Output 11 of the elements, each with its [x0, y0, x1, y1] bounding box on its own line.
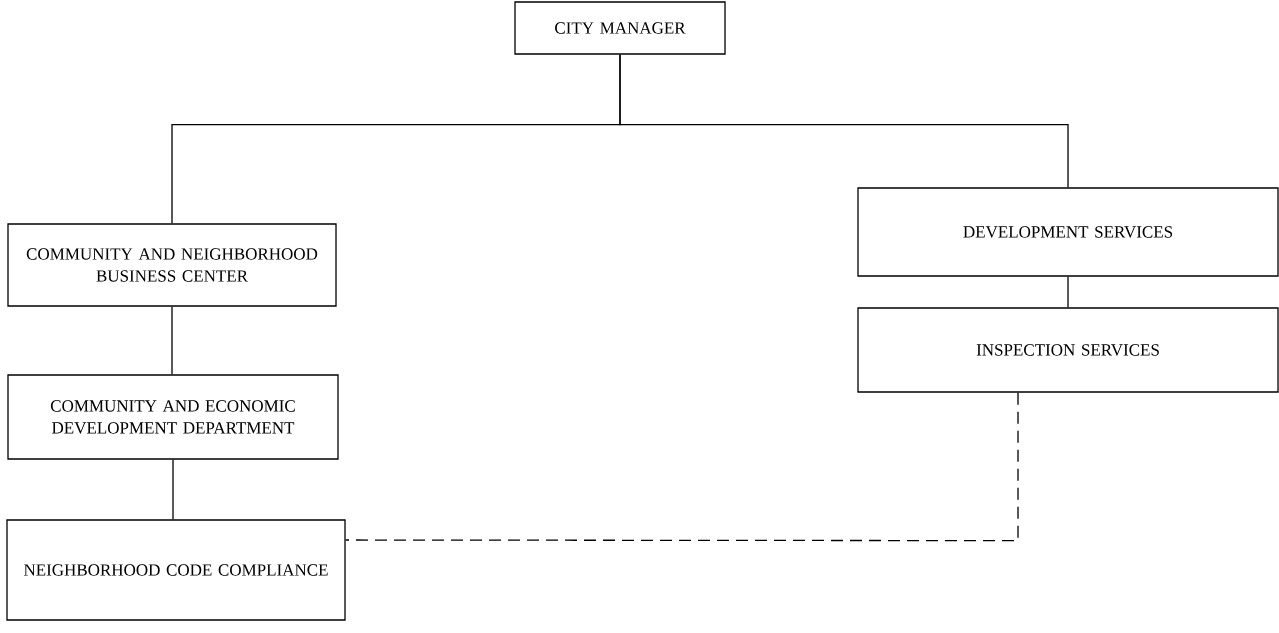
- org-box: CITY MANAGER: [514, 1, 726, 55]
- org-box: NEIGHBORHOOD CODE COMPLIANCE: [6, 519, 346, 621]
- org-box: COMMUNITY AND NEIGHBORHOOD BUSINESS CENTER: [7, 223, 337, 307]
- connector-line: [1067, 276, 1069, 308]
- connector-line: [345, 392, 1019, 542]
- connector-line: [172, 459, 174, 520]
- org-box: DEVELOPMENT SERVICES: [857, 187, 1279, 277]
- connector-line: [619, 54, 1069, 188]
- org-box: COMMUNITY AND ECONOMIC DEVELOPMENT DEPARTMENT: [7, 374, 339, 460]
- connector-line: [171, 306, 173, 375]
- org-box: INSPECTION SERVICES: [857, 307, 1279, 393]
